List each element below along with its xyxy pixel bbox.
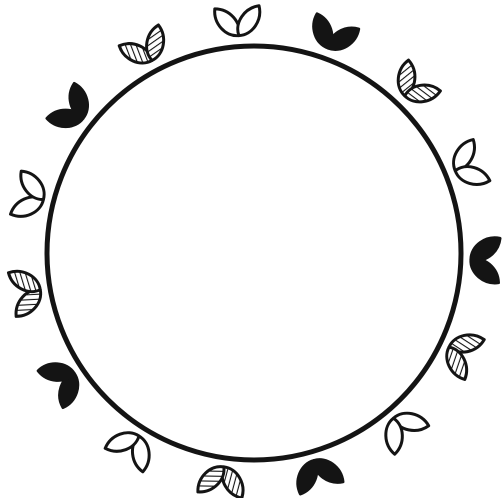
leaf-pair-solid xyxy=(30,347,94,416)
leaf-pair-hatched xyxy=(432,319,492,387)
leaf-right xyxy=(38,363,75,382)
leaf-pair-outline xyxy=(208,0,268,42)
leaf-pair-hatched xyxy=(191,458,253,498)
leaf-pair-hatched xyxy=(381,52,449,120)
leaf-pair-hatched xyxy=(111,17,180,78)
central-circle xyxy=(47,46,461,460)
leaf-pair-hatched xyxy=(2,261,50,324)
leaf-pair-outline xyxy=(368,396,437,462)
leaf-right xyxy=(385,418,403,455)
leaf-pair-outline xyxy=(97,417,166,480)
leaf-pair-solid xyxy=(465,231,504,290)
leaf-right xyxy=(144,24,167,62)
leaf-pair-solid xyxy=(39,75,105,144)
